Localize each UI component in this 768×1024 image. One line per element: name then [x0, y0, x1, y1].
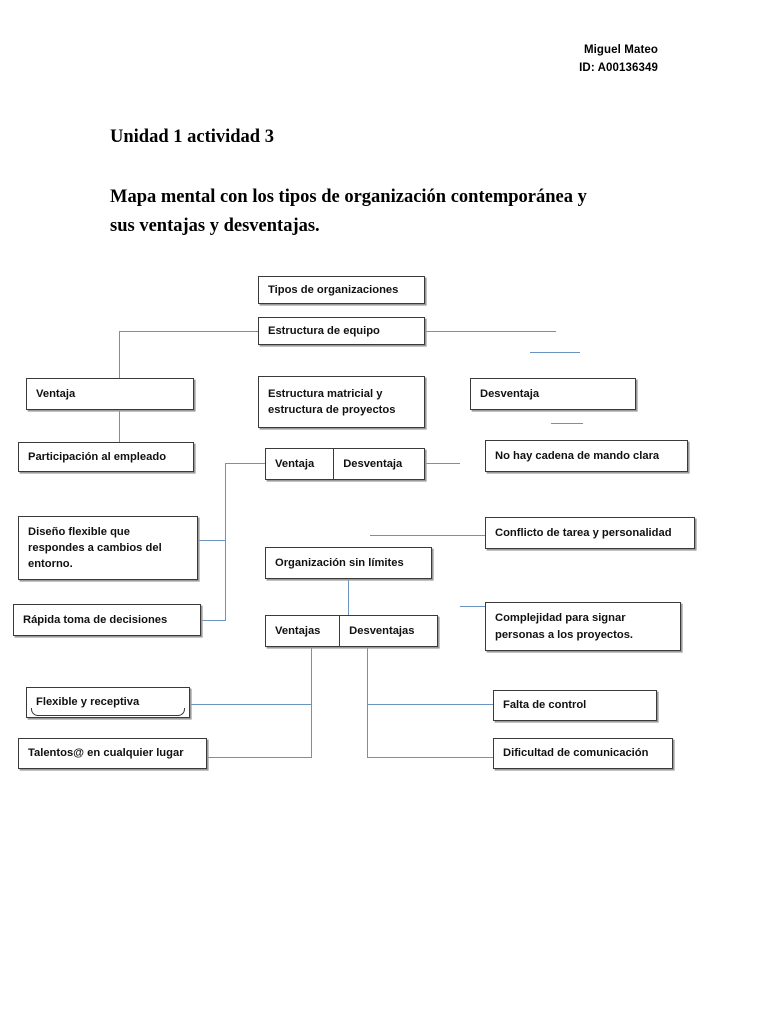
- node-tipos-de-organizaciones[interactable]: Tipos de organizaciones: [258, 276, 425, 304]
- node-participacion-al-empleado[interactable]: Participación al empleado: [18, 442, 194, 472]
- node-label: Falta de control: [503, 699, 587, 712]
- node-diseno-flexible[interactable]: Diseño flexible que respondes a cambios …: [18, 516, 198, 580]
- node-label: Dificultad de comunicación: [503, 747, 649, 760]
- connector-equipo-left: [119, 331, 259, 332]
- node-label: Diseño flexible que respondes a cambios …: [28, 525, 162, 571]
- connector-matricial-to-rapida: [198, 620, 226, 621]
- node-label: Flexible y receptiva: [36, 696, 140, 709]
- connector-to-conflicto: [370, 535, 492, 536]
- node-no-hay-cadena[interactable]: No hay cadena de mando clara: [485, 440, 688, 472]
- node-sinlimites-ventajas-desventajas[interactable]: Ventajas Desventajas: [265, 615, 438, 647]
- connector-ventajas-to-talentos: [207, 757, 312, 758]
- node-ventaja-equipo[interactable]: Ventaja: [26, 378, 194, 410]
- author-name: Miguel Mateo: [583, 44, 658, 56]
- connector-to-complejidad: [460, 606, 492, 607]
- node-label: Complejidad para signar personas a los p…: [495, 612, 634, 641]
- node-falta-de-control[interactable]: Falta de control: [493, 690, 657, 721]
- connector-sinlimites-down: [348, 579, 349, 615]
- node-conflicto-tarea[interactable]: Conflicto de tarea y personalidad: [485, 517, 695, 549]
- subject-title: Mapa mental con los tipos de organizació…: [110, 187, 587, 236]
- connector-ventajas-trunk: [311, 647, 312, 758]
- activity-title: Unidad 1 actividad 3: [110, 127, 274, 147]
- node-label: Ventaja: [36, 387, 76, 400]
- node-label: Ventaja: [275, 458, 315, 470]
- node-estructura-de-equipo[interactable]: Estructura de equipo: [258, 317, 425, 345]
- connector-matricial-to-diseno: [198, 540, 226, 541]
- connector-equipo-down-ventaja: [119, 331, 120, 378]
- student-id: ID: A00136349: [579, 62, 658, 74]
- node-label: Participación al empleado: [28, 450, 167, 463]
- node-label: Tipos de organizaciones: [268, 283, 399, 296]
- node-label: Estructura matricial y estructura de pro…: [268, 387, 396, 416]
- node-complejidad-signar[interactable]: Complejidad para signar personas a los p…: [485, 602, 681, 651]
- connector-desventajas-to-dificultad: [367, 757, 493, 758]
- node-estructura-matricial[interactable]: Estructura matricial y estructura de pro…: [258, 376, 425, 428]
- cell-ventajas[interactable]: Ventajas: [266, 616, 339, 646]
- connector-equipo-right: [425, 331, 556, 332]
- cell-ventaja[interactable]: Ventaja: [266, 449, 333, 479]
- connector-desventajas-trunk: [367, 647, 368, 758]
- connector-matricial-right-stub: [425, 463, 460, 464]
- node-label: Desventajas: [349, 625, 415, 637]
- cell-desventaja[interactable]: Desventaja: [333, 449, 424, 479]
- connector-ventajas-to-flexible: [190, 704, 312, 705]
- node-organizacion-sin-limites[interactable]: Organización sin límites: [265, 547, 432, 579]
- node-label: Talentos@ en cualquier lugar: [28, 747, 184, 760]
- connector-ventaja-participacion: [119, 410, 120, 442]
- connector-stub-desventaja-top: [530, 352, 580, 353]
- node-label: Rápida toma de decisiones: [23, 613, 168, 626]
- node-label: Desventaja: [343, 458, 403, 470]
- node-desventaja-equipo[interactable]: Desventaja: [470, 378, 636, 410]
- node-label: Ventajas: [275, 625, 321, 637]
- connector-matricial-trunk: [225, 463, 226, 620]
- node-matricial-ventaja-desventaja[interactable]: Ventaja Desventaja: [265, 448, 425, 480]
- node-flexible-receptiva[interactable]: Flexible y receptiva: [26, 687, 190, 718]
- node-dificultad-comunicacion[interactable]: Dificultad de comunicación: [493, 738, 673, 769]
- node-talentos[interactable]: Talentos@ en cualquier lugar: [18, 738, 207, 769]
- node-label: Estructura de equipo: [268, 324, 380, 337]
- cell-desventajas[interactable]: Desventajas: [339, 616, 437, 646]
- node-label: Organización sin límites: [275, 556, 404, 569]
- connector-desventajas-to-falta: [367, 704, 493, 705]
- node-label: No hay cadena de mando clara: [495, 449, 660, 462]
- connector-matricial-left-stub: [225, 463, 265, 464]
- node-label: Desventaja: [480, 387, 540, 400]
- connector-stub-desventaja-bottom: [551, 423, 583, 424]
- node-label: Conflicto de tarea y personalidad: [495, 526, 672, 539]
- node-rapida-toma[interactable]: Rápida toma de decisiones: [13, 604, 201, 636]
